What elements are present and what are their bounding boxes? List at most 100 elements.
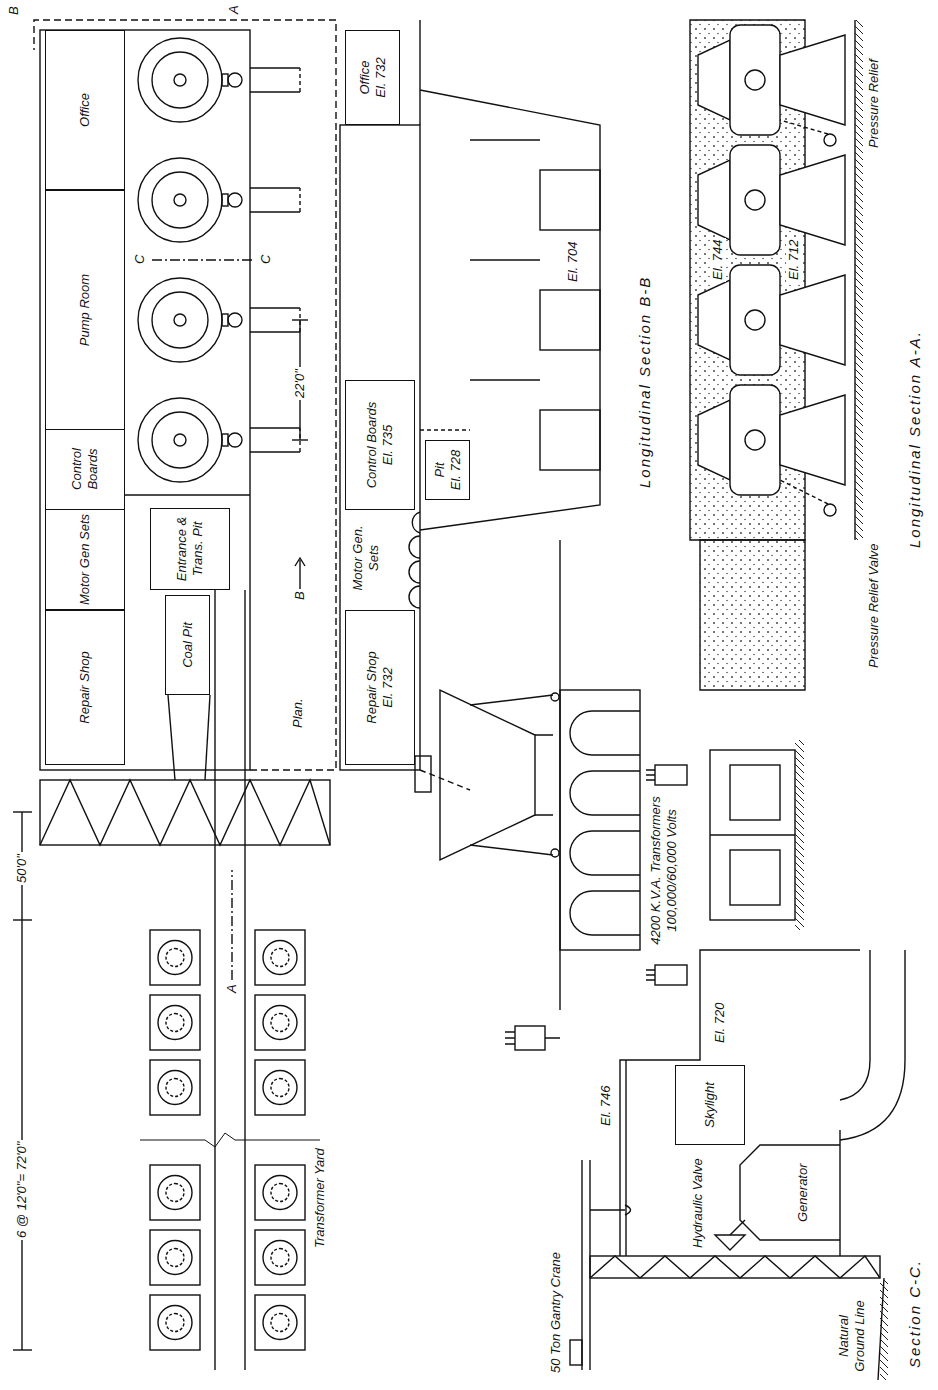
room-name: Control Boards xyxy=(69,432,100,506)
section-b-b-drawing-part xyxy=(470,259,540,260)
section-a-a-drawing-part xyxy=(780,480,828,504)
plan-drawing-part xyxy=(295,558,305,566)
section-a-a-drawing-part xyxy=(655,965,687,985)
plan-drawing-part xyxy=(152,259,255,260)
drawing-label: El. 746 xyxy=(598,1084,614,1128)
plan-drawing xyxy=(13,20,336,1370)
drawing-label: Pressure Relief xyxy=(866,57,882,150)
section-c-c-drawing-part xyxy=(590,1256,880,1278)
section-a-a-drawing-part xyxy=(710,834,795,835)
plan-drawing-part xyxy=(40,30,250,770)
room-text-group: Office xyxy=(77,93,93,127)
plan-drawing-part xyxy=(138,398,300,482)
section-a-a-drawing-part xyxy=(698,385,845,495)
room-name: El. 735 xyxy=(380,402,396,489)
drawing-label: El. 720 xyxy=(712,1001,728,1045)
section-a-a-drawing-part xyxy=(730,765,780,820)
section-b-b-drawing-part xyxy=(420,429,470,430)
drawing-label: Plan. xyxy=(290,696,306,730)
plan-drawing-part xyxy=(255,1230,305,1285)
plan-drawing-part xyxy=(13,1349,32,1350)
section-c-c-drawing xyxy=(570,950,905,1380)
room-name: Office xyxy=(357,57,373,97)
section-a-a-drawing-part xyxy=(698,25,845,135)
room-text-group: Coal Pit xyxy=(180,622,196,668)
room-box: Control BoardsEl. 735 xyxy=(345,380,415,510)
section-c-c-drawing-part xyxy=(880,1280,888,1380)
section-c-c-drawing-part xyxy=(730,1220,745,1235)
room-name: Control Boards xyxy=(364,402,380,489)
room-name: Motor Gen Sets xyxy=(77,514,93,605)
section-a-a-drawing-part xyxy=(470,695,553,855)
room-box: Coal Pit xyxy=(165,595,210,695)
drawing-label: Pressure Relief Valve xyxy=(866,541,882,670)
room-box: OfficeEl. 732 xyxy=(345,30,400,125)
drawing-label: B xyxy=(6,4,22,17)
section-a-a-drawing-part xyxy=(505,1032,560,1044)
plan-drawing-part xyxy=(150,1230,200,1285)
section-b-b-drawing-part xyxy=(470,139,540,140)
section-a-a-drawing-part xyxy=(730,850,780,905)
section-c-c-drawing-part xyxy=(740,1145,840,1240)
section-title: Section C-C. xyxy=(906,1257,924,1370)
plan-drawing-part xyxy=(231,870,232,980)
drawing-label: 22'0" xyxy=(292,367,308,400)
room-box: PitEl. 728 xyxy=(425,440,470,500)
drawing-label: 50 Ton Gantry Crane xyxy=(548,1250,564,1375)
room-text-group: Control Boards xyxy=(69,432,100,506)
section-a-a-drawing-part xyxy=(440,690,535,860)
section-title: Longitudinal Section A-A. xyxy=(906,328,924,550)
section-b-b-drawing-part xyxy=(540,170,600,230)
section-a-a-drawing-part xyxy=(700,540,805,690)
drawing-label: Generator xyxy=(795,1161,811,1224)
section-a-a-drawing-part xyxy=(710,750,795,920)
room-text-group: Entrance & Trans. Pit xyxy=(174,512,205,586)
drawing-label: C xyxy=(258,253,274,266)
section-a-a-drawing-part xyxy=(560,690,640,950)
room-name: Office xyxy=(77,93,93,127)
room-name: Coal Pit xyxy=(180,622,196,668)
room-text-group: Control BoardsEl. 735 xyxy=(364,402,395,489)
plan-drawing-part xyxy=(150,995,200,1050)
section-a-a-drawing-part xyxy=(415,756,431,792)
plan-drawing-part xyxy=(21,812,22,1350)
section-b-b-drawing-part xyxy=(470,379,540,380)
room-text-group: Motor Gen Sets xyxy=(77,514,93,605)
plan-drawing-part xyxy=(150,1165,200,1220)
drawing-label: B xyxy=(292,589,308,602)
drawing-label: Transformer Yard xyxy=(312,1146,328,1250)
room-name: Pit xyxy=(432,450,448,490)
room-box: Motor Gen Sets xyxy=(45,509,125,610)
room-name: Pump Room xyxy=(77,274,93,346)
plan-drawing-part xyxy=(214,590,215,1370)
section-a-a-drawing xyxy=(415,20,863,1050)
plan-drawing-part xyxy=(299,560,300,590)
room-name: Repair Shop xyxy=(364,651,380,723)
section-a-a-drawing-part xyxy=(646,770,655,780)
room-text-group: Skylight xyxy=(702,1082,718,1128)
plan-drawing-part xyxy=(138,278,300,362)
section-b-b-drawing-part xyxy=(540,290,600,350)
drawing-label: El. 712 xyxy=(786,238,802,282)
section-c-c-drawing-part xyxy=(570,1340,582,1365)
room-name: Entrance & Trans. Pit xyxy=(174,512,205,586)
plan-drawing-part xyxy=(150,930,200,985)
plan-drawing-part xyxy=(150,1295,200,1350)
section-c-c-drawing-part xyxy=(581,1160,582,1370)
drawing-label: A xyxy=(226,3,242,16)
section-b-b-drawing-part xyxy=(420,770,470,790)
drawing-label: Natural Ground Line xyxy=(836,1294,867,1378)
plan-drawing-part xyxy=(34,20,336,770)
section-c-c-drawing-part xyxy=(625,1060,626,1256)
section-b-b-drawing xyxy=(340,20,600,790)
drawing-label: C xyxy=(132,253,148,266)
plan-drawing-part xyxy=(40,780,330,845)
section-c-c-drawing-part xyxy=(840,950,905,1140)
room-name: El. 732 xyxy=(380,651,396,723)
plan-drawing-part xyxy=(255,995,305,1050)
section-a-a-drawing-part xyxy=(515,1026,545,1050)
section-c-c-drawing-part xyxy=(839,1130,840,1256)
room-box: Control Boards xyxy=(45,428,125,510)
